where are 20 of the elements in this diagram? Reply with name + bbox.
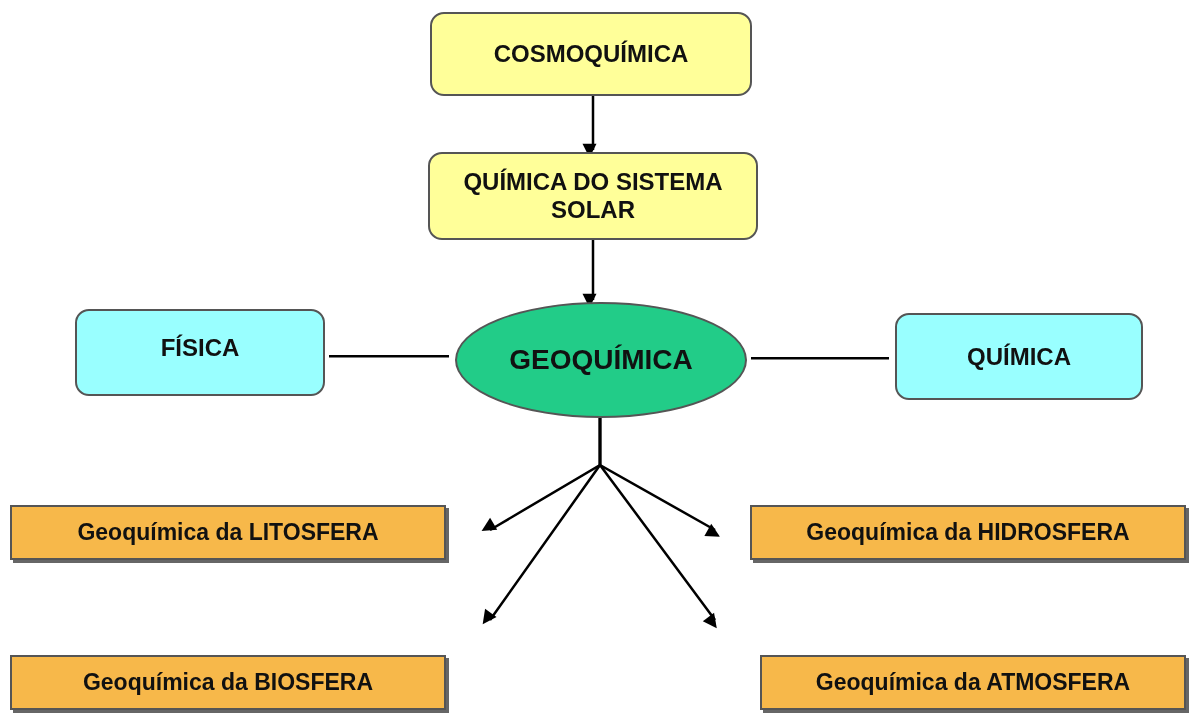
topic-box — [430, 12, 752, 96]
node-label: Geoquímica da ATMOSFERA — [815, 669, 1131, 696]
node-label: COSMOQUÍMICA — [493, 40, 689, 68]
node-label: Geoquímica da HIDROSFERA — [806, 519, 1130, 546]
node-label: QUÍMICA — [967, 342, 1071, 371]
topic-box — [75, 309, 325, 396]
subfield-box — [750, 505, 1186, 560]
node-label: Geoquímica da BIOSFERA — [82, 669, 374, 696]
node-label: QUÍMICA DO SISTEMA SOLAR — [462, 168, 724, 224]
node-label: FÍSICA — [160, 333, 240, 362]
connector-line — [751, 357, 889, 360]
subfield-box — [10, 655, 446, 710]
subfield-box — [760, 655, 1186, 710]
subfield-box — [10, 505, 446, 560]
topic-box — [895, 313, 1143, 400]
arrow — [598, 418, 717, 629]
node-label: GEOQUÍMICA — [509, 344, 693, 376]
connector-line — [329, 355, 449, 358]
topic-box — [428, 152, 758, 240]
node-label: Geoquímica da LITOSFERA — [77, 519, 379, 546]
